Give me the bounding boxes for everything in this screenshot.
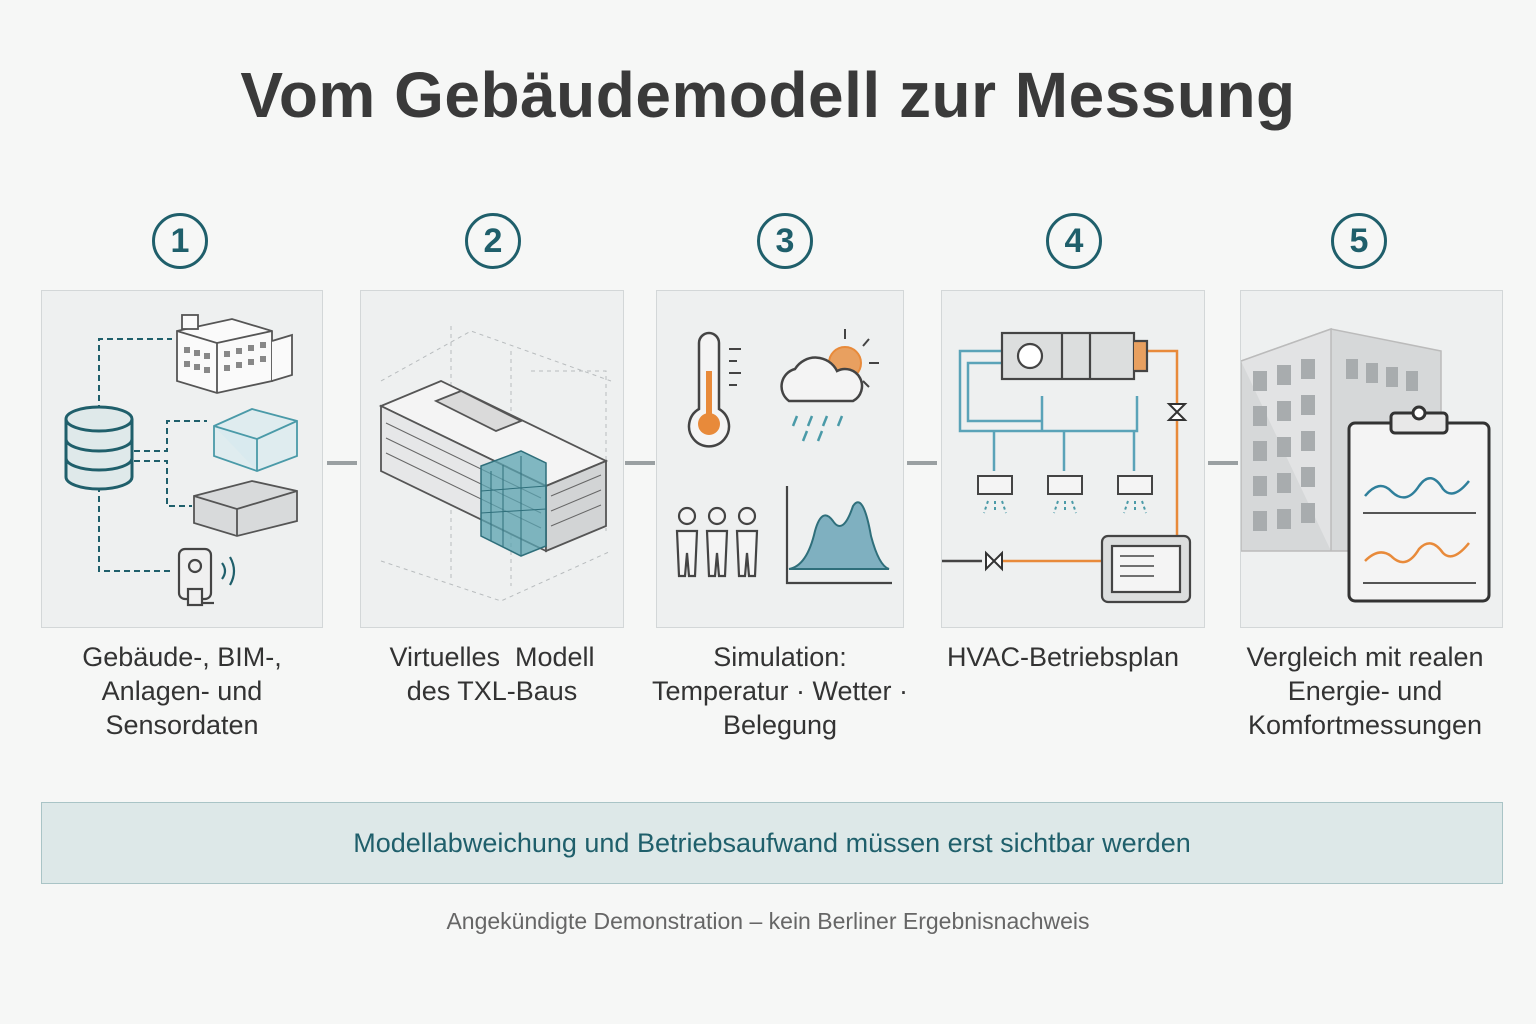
step-5-panel	[1240, 290, 1503, 628]
weather-icon	[780, 329, 879, 442]
step-4-caption-line: HVAC-Betriebsplan	[946, 642, 1180, 672]
step-1-caption-line: Sensordaten	[105, 710, 259, 740]
step-3-caption: Simulation: Temperatur · Wetter · Belegu…	[640, 640, 920, 742]
step-1-caption: Gebäude-, BIM-, Anlagen- und Sensordaten	[41, 640, 323, 742]
step-3-caption-line: Temperatur · Wetter ·	[651, 676, 909, 706]
step-2-caption-line: des TXL-Baus	[406, 676, 578, 706]
step-2-number: 2	[465, 213, 521, 269]
people-icon	[675, 506, 759, 578]
step-2-panel	[360, 290, 624, 628]
step-5-number: 5	[1331, 213, 1387, 269]
step-1-caption-line: Gebäude-, BIM-,	[82, 642, 282, 672]
step-1-caption-line: Anlagen- und	[101, 676, 263, 706]
isometric-building-icon	[378, 326, 612, 602]
data-sources-icon	[64, 314, 298, 607]
step-3-caption-line: Simulation:	[713, 642, 847, 672]
step-4-number: 4	[1046, 213, 1102, 269]
connector-1-2	[327, 461, 357, 465]
step-2-caption-line: Virtuelles Modell	[389, 642, 595, 672]
footnote: Angekündigte Demonstration – kein Berlin…	[446, 908, 1090, 934]
connector-4-5	[1208, 461, 1238, 465]
simulation-icons	[675, 329, 892, 585]
step-4-panel	[941, 290, 1205, 628]
step-3-number: 3	[757, 213, 813, 269]
thermometer-icon	[687, 331, 741, 448]
step-3-caption-line: Belegung	[722, 710, 838, 740]
step-3-panel	[656, 290, 904, 628]
step-4-caption: HVAC-Betriebsplan	[931, 640, 1195, 674]
step-1-number: 1	[152, 213, 208, 269]
step-5-caption-line: Komfortmessungen	[1247, 710, 1483, 740]
hvac-schematic-icon	[942, 331, 1192, 604]
load-curve-icon	[785, 486, 892, 585]
building-clipboard-icon	[1241, 327, 1491, 603]
step-2-caption: Virtuelles Modell des TXL-Baus	[360, 640, 624, 708]
page-title: Vom Gebäudemodell zur Messung	[240, 59, 1296, 131]
step-5-caption-line: Energie- und	[1287, 676, 1443, 706]
connector-3-4	[907, 461, 937, 465]
step-5-caption-line: Vergleich mit realen	[1246, 642, 1484, 672]
step-1-panel	[41, 290, 323, 628]
step-5-caption: Vergleich mit realen Energie- und Komfor…	[1230, 640, 1500, 742]
connector-2-3	[625, 461, 655, 465]
summary-banner: Modellabweichung und Betriebsaufwand müs…	[41, 802, 1503, 884]
